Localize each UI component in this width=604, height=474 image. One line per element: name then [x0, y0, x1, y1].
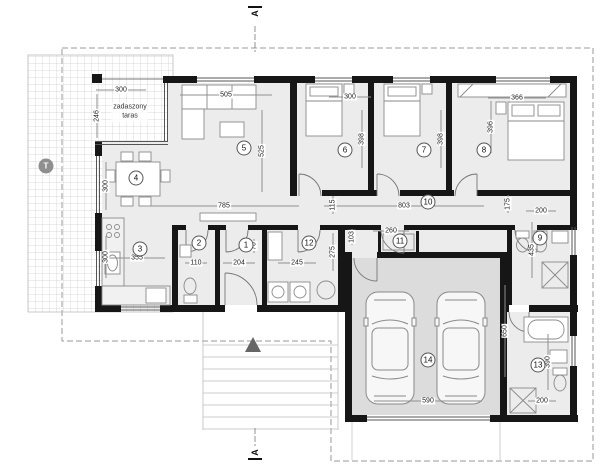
- roof-outline: [61, 47, 594, 462]
- sofa: [181, 84, 257, 110]
- entrance-steps: [202, 312, 339, 430]
- dimension-label: 103: [348, 230, 356, 244]
- dimension-label: 204: [232, 259, 246, 267]
- room-marker-6: 6: [337, 142, 353, 158]
- shower: [541, 261, 569, 289]
- dimension-label: 246: [93, 109, 101, 123]
- dryer: [289, 281, 311, 303]
- room-marker-11: 11: [392, 233, 408, 249]
- tv-bench: [199, 212, 257, 222]
- dimension-label: 300: [114, 86, 128, 94]
- room-marker-3: 3: [132, 241, 148, 257]
- washbasin: [179, 244, 192, 258]
- dimension-label: 260: [384, 227, 398, 235]
- washbasin: [551, 230, 569, 244]
- room-marker-7: 7: [416, 142, 432, 158]
- room-marker-8: 8: [476, 142, 492, 158]
- dimension-label: 435: [528, 243, 536, 257]
- dimension-label: 275: [329, 245, 337, 259]
- room-marker-5: 5: [236, 140, 252, 156]
- section-line-icon: [248, 458, 262, 460]
- dimension-label: 398: [437, 132, 445, 146]
- room-marker-14: 14: [420, 352, 436, 368]
- section-line-icon: [248, 6, 262, 8]
- section-marker-top: A: [248, 6, 262, 18]
- dimension-label: 300: [343, 93, 357, 101]
- toilet: [183, 277, 197, 295]
- dimension-label: 396: [487, 120, 495, 134]
- section-letter: A: [249, 10, 260, 17]
- dimension-label: 398: [358, 132, 366, 146]
- room-marker-12: 12: [301, 235, 317, 251]
- dimension-label: 200: [535, 397, 549, 405]
- dimension-label: 505: [219, 91, 233, 99]
- washbasin: [549, 349, 568, 364]
- dimension-label: 300: [102, 250, 110, 264]
- room-marker-1: 1: [238, 237, 254, 253]
- terrace-label: zadaszony taras: [111, 102, 149, 122]
- terrace-point-marker: T: [38, 158, 54, 174]
- room-marker-10: 10: [420, 194, 436, 210]
- dimension-label: 175: [504, 197, 512, 211]
- section-letter: A: [249, 449, 260, 456]
- dimension-label: 390: [544, 355, 552, 369]
- coffee-table: [219, 121, 245, 138]
- dimension-label: 245: [290, 259, 304, 267]
- entrance-arrow-icon: [245, 337, 261, 352]
- dimension-label: 355: [130, 254, 144, 262]
- fridge: [145, 287, 167, 304]
- section-marker-bottom: A: [248, 448, 262, 460]
- dimension-label: 200: [534, 207, 548, 215]
- room-marker-13: 13: [530, 357, 546, 373]
- toilet: [553, 374, 567, 392]
- terrace-label-line2: taras: [122, 112, 138, 119]
- dimension-label: 785: [217, 202, 231, 210]
- windows: [95, 76, 576, 422]
- dimension-label: 525: [258, 144, 266, 158]
- dimension-label: 300: [102, 179, 110, 193]
- room-marker-4: 4: [128, 170, 144, 186]
- dimension-label: 590: [421, 397, 435, 405]
- bathtub: [523, 316, 569, 343]
- water-heater: [316, 280, 336, 300]
- room-marker-2: 2: [191, 235, 207, 251]
- dimension-label: 366: [510, 94, 524, 102]
- dimension-label: 110: [189, 259, 203, 267]
- washer: [267, 281, 289, 303]
- room-marker-9: 9: [532, 230, 548, 246]
- furniture: [101, 83, 569, 414]
- dimension-label: 650: [501, 324, 509, 338]
- dimension-label: 803: [397, 202, 411, 210]
- dimension-label: 115: [329, 198, 337, 212]
- terrace-label-line1: zadaszony: [113, 103, 147, 111]
- driveway: [351, 422, 501, 460]
